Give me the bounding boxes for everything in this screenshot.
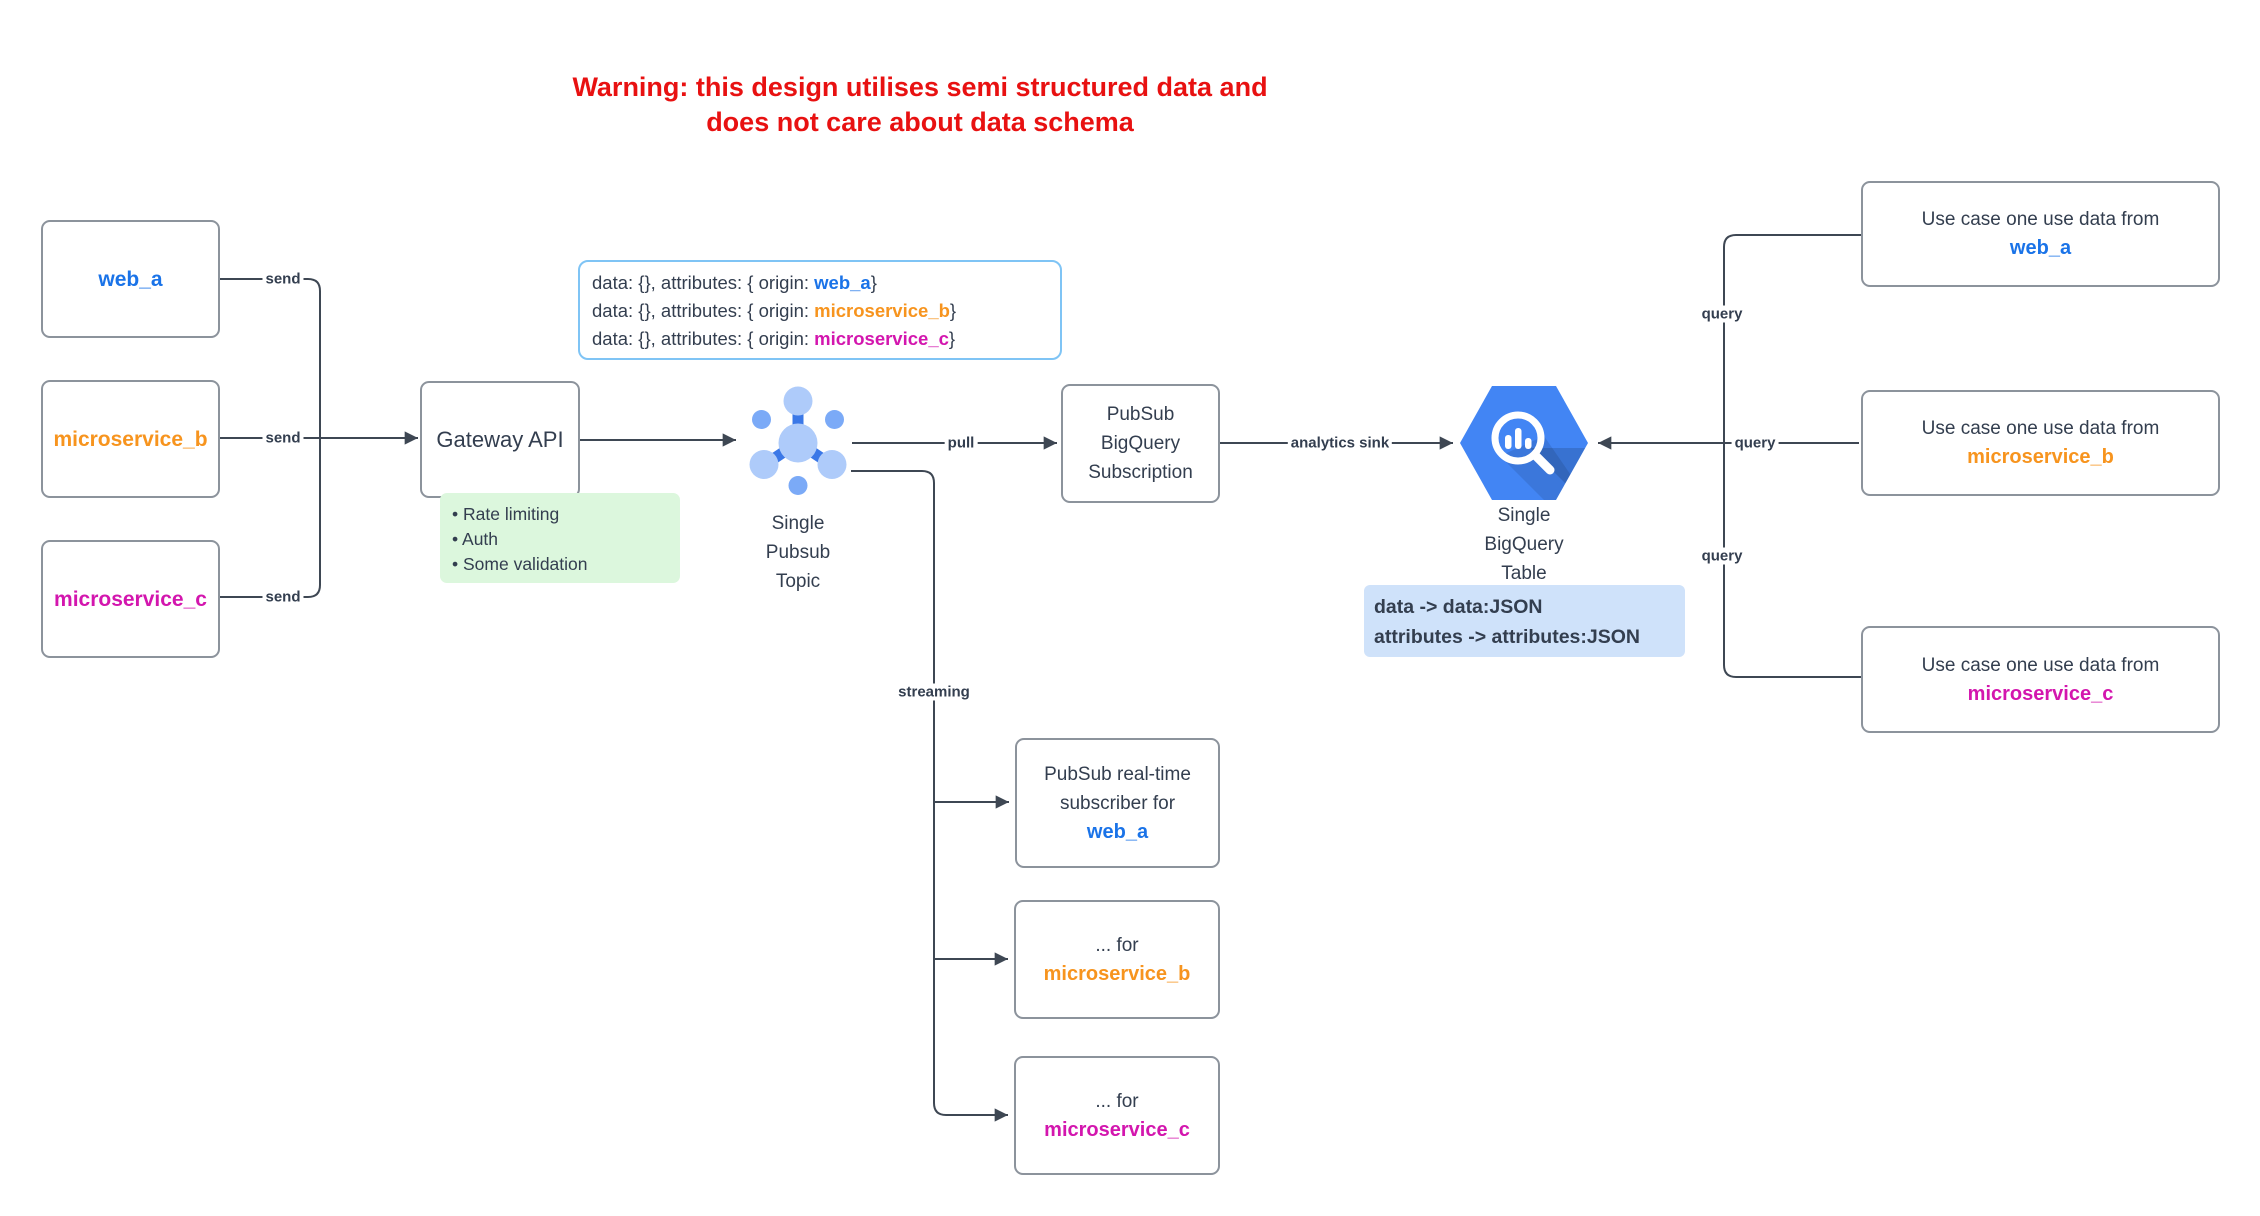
subscriber-origin-web-a: web_a [1086,820,1149,843]
query-label-1: query [1698,305,1746,323]
query-label-2: query [1731,434,1779,452]
producer-label-web-a: web_a [98,267,163,291]
use-case-origin-web-a: web_a [2009,237,2072,259]
use-case-box-web-a[interactable]: Use case one use data from web_a [1861,181,2220,287]
gateway-note-item-3: • Some validation [452,554,588,574]
message-attributes-note[interactable]: data: {}, attributes: { origin: web_a} d… [578,260,1062,360]
analytics-sink-label: analytics sink [1287,434,1393,452]
use-case-origin-microservice-b: microservice_b [1967,446,2114,468]
gateway-note-item-1: • Rate limiting [452,504,560,524]
subscriber-box-web-a[interactable]: PubSub real-time subscriber for web_a [1015,738,1220,868]
pubsub-bigquery-subscription-box[interactable]: PubSub BigQuery Subscription [1061,384,1220,503]
gateway-api-label: Gateway API [436,427,564,452]
pubsub-topic-caption: Single Pubsub Topic [765,513,831,592]
producer-box-microservice-b[interactable]: microservice_b [41,380,220,498]
warning-text: Warning: this design utilises semi struc… [570,70,1270,140]
send-label-2: send [262,429,304,447]
subscriber-origin-microservice-b: microservice_b [1043,962,1191,985]
send-label-3: send [262,588,304,606]
subscriber-box-microservice-c[interactable]: ... for microservice_c [1014,1056,1220,1175]
gateway-note[interactable]: • Rate limiting • Auth • Some validation [440,493,680,583]
bigquery-note-line-2: attributes -> attributes:JSON [1374,626,1641,648]
pubsub-topic-icon[interactable] [738,380,858,511]
query-label-3: query [1698,547,1746,565]
attributes-line-3: data: {}, attributes: { origin: microser… [592,328,956,349]
bigquery-icon[interactable] [1460,386,1588,505]
bigquery-note-line-1: data -> data:JSON [1374,596,1543,618]
warning-line-1: Warning: this design utilises semi struc… [572,72,1268,102]
pull-label: pull [944,434,978,452]
attributes-line-2: data: {}, attributes: { origin: microser… [592,300,957,321]
attributes-origin-microservice-b: microservice_b [814,300,950,321]
send-label-1: send [262,270,304,288]
use-case-origin-microservice-c: microservice_c [1967,682,2114,705]
bigquery-caption: Single BigQuery Table [1484,505,1564,584]
producer-label-microservice-b: microservice_b [53,427,208,451]
attributes-origin-web-a: web_a [814,272,871,293]
gateway-note-item-2: • Auth [452,529,499,549]
producer-box-web-a[interactable]: web_a [41,220,220,338]
attributes-origin-microservice-c: microservice_c [814,328,949,349]
attributes-line-1: data: {}, attributes: { origin: web_a} [592,272,877,293]
warning-line-2: does not care about data schema [706,107,1134,137]
streaming-label: streaming [895,683,973,701]
producer-label-microservice-c: microservice_c [54,587,207,611]
use-case-box-microservice-b[interactable]: Use case one use data from microservice_… [1861,390,2220,496]
producer-box-microservice-c[interactable]: microservice_c [41,540,220,658]
use-case-box-microservice-c[interactable]: Use case one use data from microservice_… [1861,626,2220,733]
bigquery-mapping-note[interactable]: data -> data:JSON attributes -> attribut… [1364,585,1685,657]
subscriber-box-microservice-b[interactable]: ... for microservice_b [1014,900,1220,1019]
subscriber-origin-microservice-c: microservice_c [1044,1118,1190,1141]
gateway-api-box[interactable]: Gateway API [420,381,580,498]
